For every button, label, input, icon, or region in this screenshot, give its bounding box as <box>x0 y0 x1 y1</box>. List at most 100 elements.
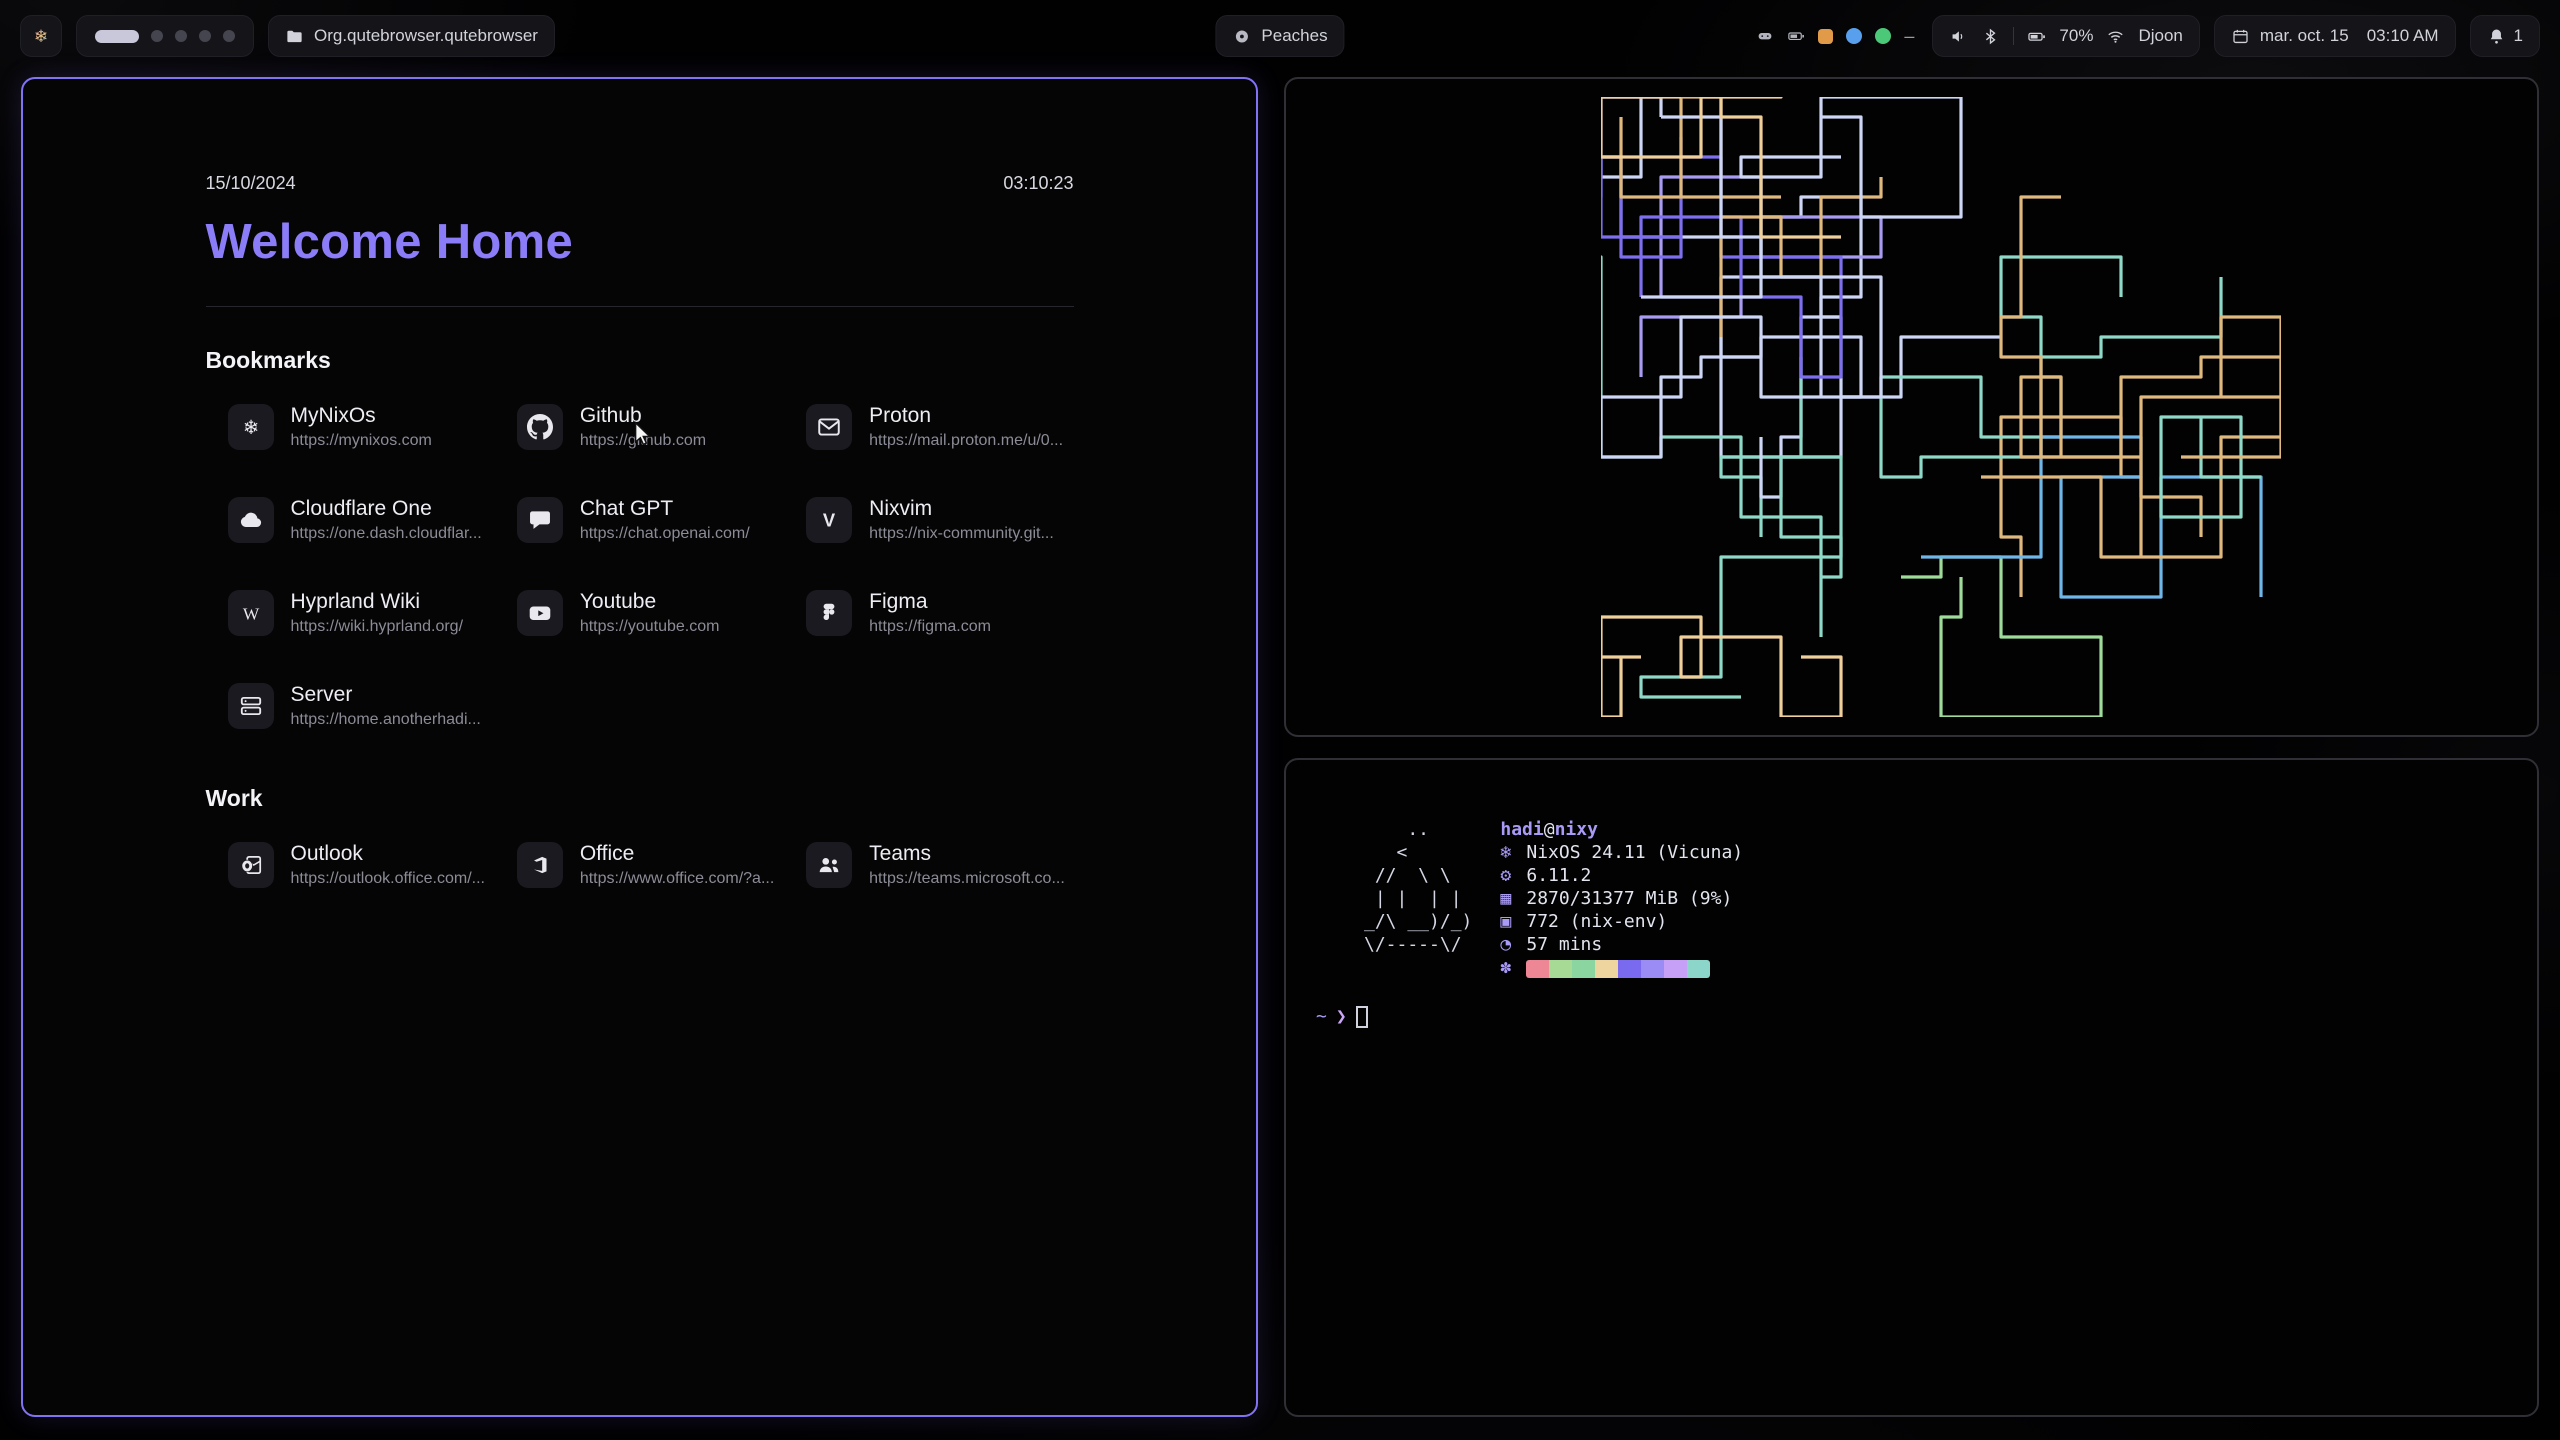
terminal-cursor <box>1355 1005 1368 1028</box>
tray-icon-green-app[interactable] <box>1875 28 1892 44</box>
clock-chip[interactable]: mar. oct. 15 03:10 AM <box>2213 15 2456 57</box>
nixvim-icon: V <box>806 497 853 543</box>
bookmark-nixvim[interactable]: V Nixvim https://nix-community.git... <box>784 497 1073 543</box>
bookmark-outlook[interactable]: Outlook https://outlook.office.com/... <box>206 842 495 888</box>
bookmark-title: Youtube <box>579 590 657 613</box>
bookmark-chat-gpt[interactable]: Chat GPT https://chat.openai.com/ <box>495 497 784 543</box>
active-window-chip[interactable]: Org.qutebrowser.qutebrowser <box>268 15 555 57</box>
media-chip[interactable]: Peaches <box>1215 15 1345 57</box>
top-bar: ❄ Org.qutebrowser.qutebrowser Peaches – … <box>20 14 2540 58</box>
workspace-5[interactable] <box>223 30 235 42</box>
notifications-chip[interactable]: 1 <box>2469 15 2540 57</box>
palette-swatch <box>1618 960 1642 978</box>
bookmark-title: Outlook <box>290 842 363 865</box>
user-host-line: hadi@nixy <box>1500 818 1743 841</box>
qutebrowser-window[interactable]: 15/10/2024 03:10:23 Welcome Home Bookmar… <box>21 77 1258 1417</box>
bookmark-mynixos[interactable]: ❄ MyNixOs https://mynixos.com <box>206 404 495 450</box>
calendar-icon <box>2231 27 2250 46</box>
fetch-info-row: ❄ NixOS 24.11 (Vicuna) <box>1500 841 1743 864</box>
workspace-3[interactable] <box>175 30 187 42</box>
tray-icon-controller[interactable] <box>1756 27 1774 45</box>
svg-text:V: V <box>823 510 836 531</box>
bookmark-url: https://home.anotherhadi... <box>290 711 481 728</box>
at-sign: @ <box>1543 819 1555 840</box>
tray-icon-blue-app[interactable] <box>1846 28 1863 44</box>
bookmark-title: Chat GPT <box>579 497 674 520</box>
wikipedia-icon: W <box>227 590 274 636</box>
palette-row: ✽ <box>1500 956 1743 979</box>
folder-icon <box>285 27 304 46</box>
bookmark-url: https://teams.microsoft.co... <box>869 870 1065 887</box>
memory-icon: ▦ <box>1500 888 1512 909</box>
palette-swatch <box>1641 960 1665 978</box>
bookmark-url: https://nix-community.git... <box>869 525 1054 542</box>
bookmark-url: https://one.dash.cloudflar... <box>290 525 482 542</box>
server-icon <box>227 683 274 729</box>
battery-icon <box>2027 27 2046 46</box>
uptime-icon: ◔ <box>1500 934 1512 955</box>
tray-icon-orange-app[interactable] <box>1818 28 1834 44</box>
bookmark-title: Hyprland Wiki <box>290 590 421 613</box>
media-disc-icon <box>1232 27 1251 46</box>
terminal-palette <box>1526 960 1711 978</box>
workspace-1[interactable] <box>95 29 139 43</box>
bookmark-grid: ❄MyNixOshttps://mynixos.comGithubhttps:/… <box>206 404 1074 729</box>
wifi-icon[interactable] <box>2106 27 2125 46</box>
youtube-icon <box>516 590 563 636</box>
active-window-title: Org.qutebrowser.qutebrowser <box>314 26 538 45</box>
system-tray: – <box>1752 15 1918 57</box>
tray-icon-battery[interactable] <box>1787 27 1805 45</box>
section-heading: Work <box>205 785 263 811</box>
pipes-terminal-window[interactable] <box>1284 77 2539 737</box>
page-title: Welcome Home <box>205 215 574 269</box>
launcher-button[interactable]: ❄ <box>20 15 62 57</box>
bookmark-grid: Outlook https://outlook.office.com/... Off… <box>206 842 1074 888</box>
workspace-4[interactable] <box>199 30 211 42</box>
media-title: Peaches <box>1261 26 1328 45</box>
mail-icon <box>806 404 853 450</box>
palette-swatch <box>1664 960 1688 978</box>
fetch-info-row: ▣772 (nix-env) <box>1500 910 1743 933</box>
workspace-2[interactable] <box>151 30 163 42</box>
fastfetch-terminal-window[interactable]: .. < // \ \ | | | | _/\ __)/_) \/-----\/… <box>1284 758 2539 1417</box>
svg-text:❄: ❄ <box>34 27 48 46</box>
os-icon: ❄ <box>1500 842 1512 863</box>
volume-icon[interactable] <box>1949 27 1968 46</box>
startpage-date: 15/10/2024 <box>205 173 296 193</box>
bookmark-url: https://outlook.office.com/... <box>290 870 485 887</box>
bookmark-title: MyNixOs <box>290 404 376 427</box>
svg-text:W: W <box>242 605 259 624</box>
fetch-info-text: 2870/31377 MiB (9%) <box>1526 888 1733 909</box>
bluetooth-icon[interactable] <box>1981 27 2000 46</box>
fetch-info-rows: ❄NixOS 24.11 (Vicuna)⚙6.11.2▦2870/31377 … <box>1500 841 1743 956</box>
nixos-icon: ❄ <box>227 404 274 450</box>
github-icon <box>516 404 563 450</box>
teams-icon <box>806 842 853 888</box>
bookmark-title: Github <box>579 404 642 427</box>
divider <box>2013 27 2015 45</box>
shell-prompt[interactable]: ~ ❯ <box>1316 1005 2537 1028</box>
kernel-icon: ⚙ <box>1500 865 1512 886</box>
outlook-icon <box>227 842 274 888</box>
mouse-cursor <box>634 421 652 446</box>
bookmark-title: Nixvim <box>869 497 933 520</box>
clock-date: mar. oct. 15 <box>2259 26 2349 45</box>
cloud-icon <box>227 497 274 543</box>
bookmark-url: https://mynixos.com <box>290 432 432 449</box>
prompt-arrow: ❯ <box>1335 1006 1347 1027</box>
tray-icon-overflow[interactable]: – <box>1904 26 1915 46</box>
bookmark-github[interactable]: Githubhttps://github.com <box>495 404 784 450</box>
bookmark-url: https://chat.openai.com/ <box>579 525 750 542</box>
fetch-info-text: NixOS 24.11 (Vicuna) <box>1526 842 1744 863</box>
notification-count: 1 <box>2513 26 2523 45</box>
palette-swatch <box>1526 960 1550 978</box>
